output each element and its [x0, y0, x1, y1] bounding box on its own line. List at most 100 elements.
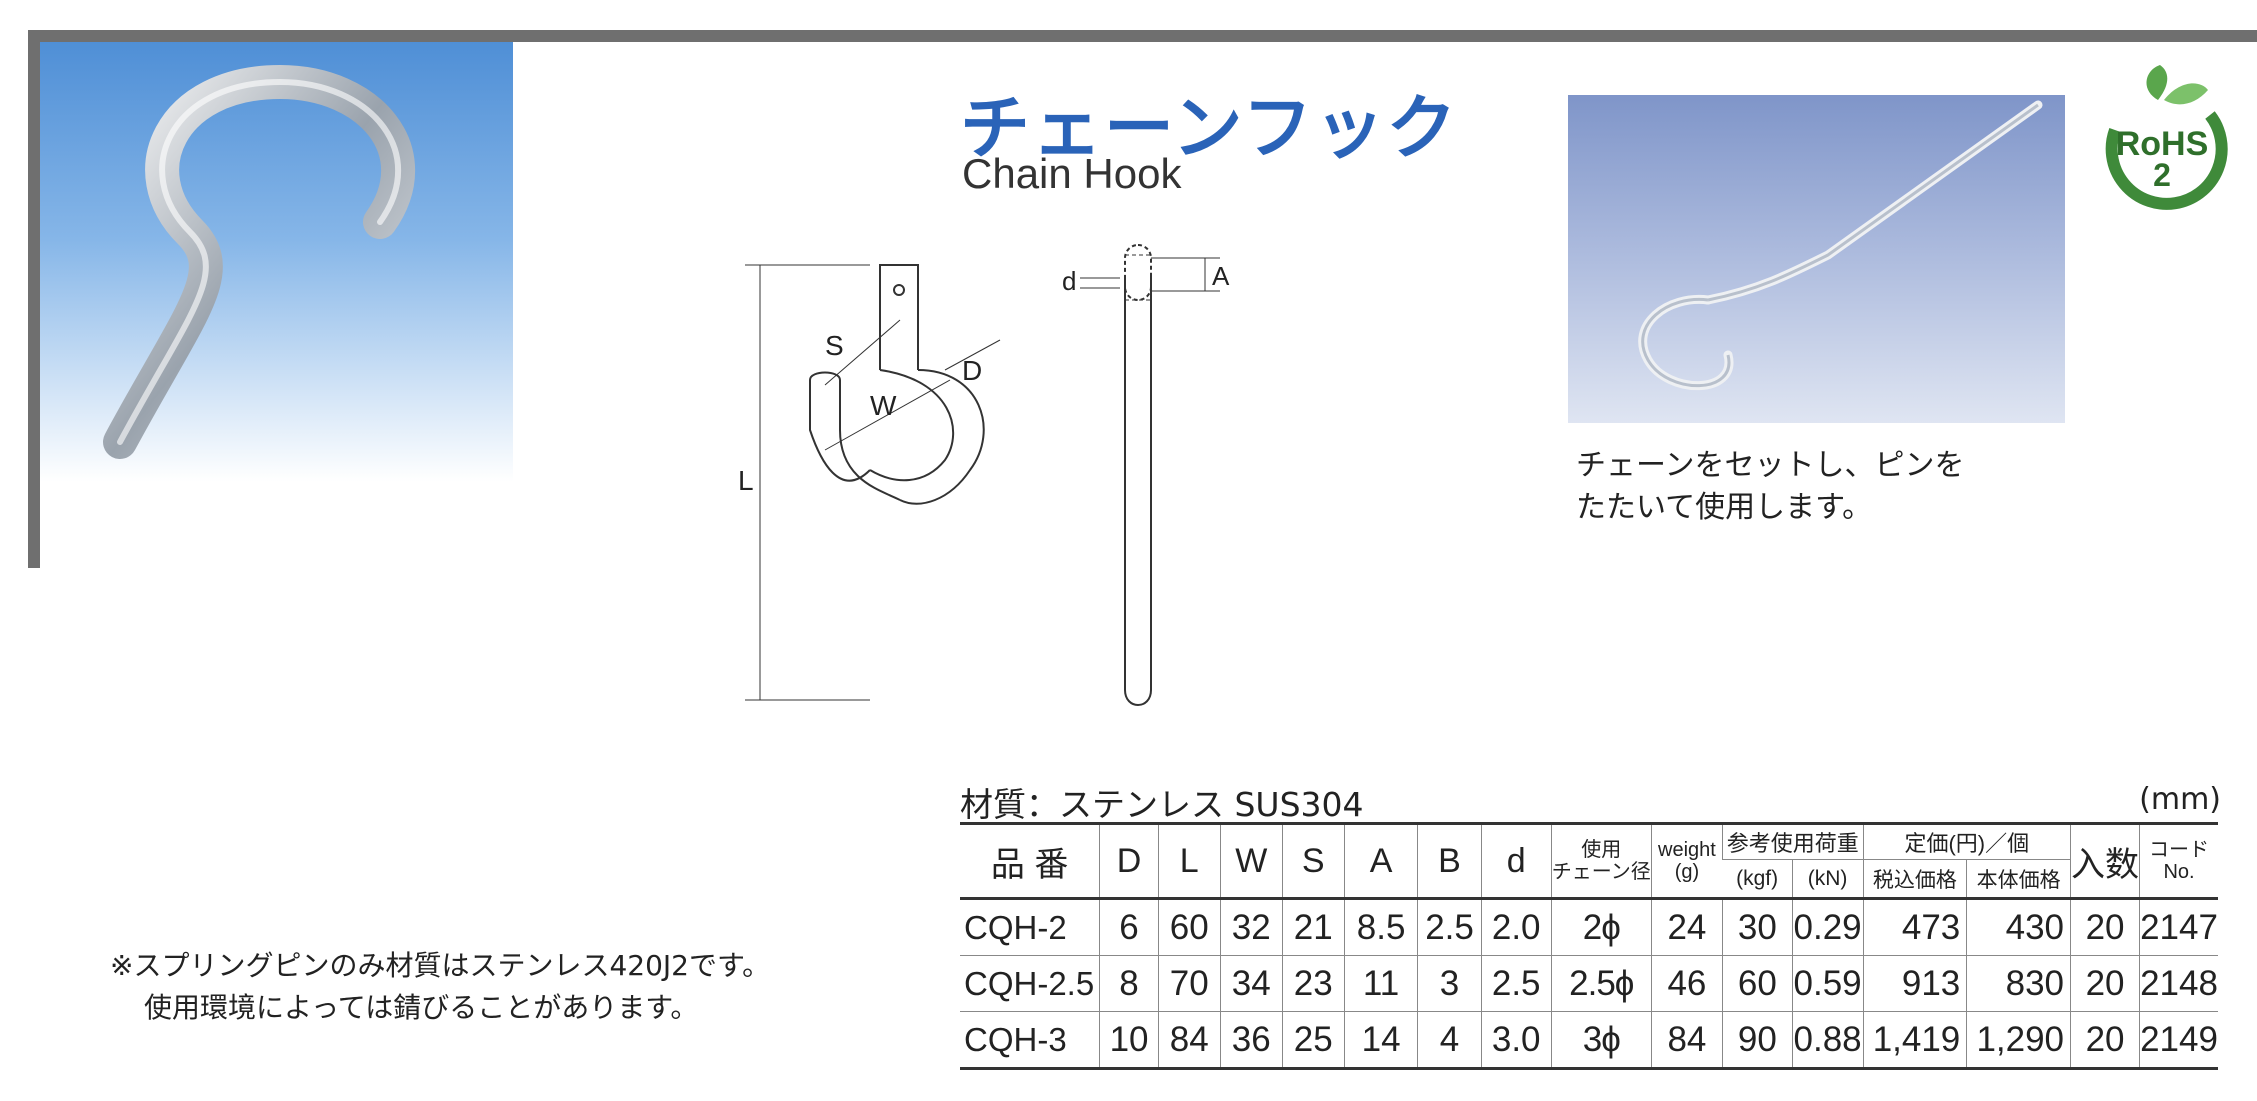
rohs-number: 2	[2153, 157, 2171, 193]
cell-model: CQH-2.5	[960, 955, 1100, 1012]
caption-line-2: たたいて使用します。	[1576, 490, 1873, 525]
caption-line-1: チェーンをセットし、ピンを	[1576, 448, 1965, 483]
header-D: D	[1099, 822, 1159, 900]
cell-code: 2148	[2139, 955, 2218, 1012]
header-kn: (kN)	[1791, 859, 1864, 900]
label-L: L	[738, 465, 754, 496]
unit-label: (mm)	[2139, 782, 2221, 817]
header-L: L	[1157, 822, 1221, 900]
header-code-line1: コード	[2149, 839, 2210, 861]
cell-price-base: 430	[1966, 898, 2071, 956]
left-border	[28, 30, 40, 568]
cell-model: CQH-3	[960, 1011, 1100, 1070]
cell-d: 2.0	[1480, 898, 1552, 956]
cell-chain: 2.5ϕ	[1550, 955, 1652, 1012]
spec-table: 品 番 D L W S A B d 使用 チェーン径 weight (g) 参考…	[960, 821, 2218, 1070]
cell-d: 3.0	[1480, 1011, 1552, 1070]
header-d: d	[1480, 822, 1552, 900]
header-S: S	[1281, 822, 1345, 900]
top-border	[28, 30, 2257, 42]
cell-B: 3	[1417, 955, 1482, 1012]
cell-D: 6	[1099, 898, 1159, 956]
cell-code: 2149	[2139, 1011, 2218, 1070]
table-subheader-row: (kgf) (kN) 税込価格 本体価格	[960, 859, 2218, 900]
rohs-badge: RoHS 2	[2090, 60, 2230, 214]
cell-price-tax: 913	[1862, 955, 1967, 1012]
note-line-2: 使用環境によっては錆びることがあります。	[144, 991, 699, 1024]
cell-code: 2147	[2139, 898, 2218, 956]
cell-S: 21	[1281, 898, 1345, 956]
header-W: W	[1219, 822, 1283, 900]
cell-kgf: 60	[1722, 955, 1793, 1012]
cell-W: 34	[1219, 955, 1283, 1012]
cell-qty: 20	[2070, 1011, 2140, 1070]
dimension-diagram: L S W D B d A	[700, 206, 1300, 714]
cell-price-tax: 1,419	[1862, 1011, 1967, 1070]
cell-D: 10	[1099, 1011, 1159, 1070]
table-header-row: 品 番 D L W S A B d 使用 チェーン径 weight (g) 参考…	[960, 821, 2218, 900]
cell-weight: 24	[1650, 898, 1723, 956]
header-chain-line2: チェーン径	[1551, 861, 1651, 883]
cell-L: 70	[1157, 955, 1221, 1012]
cell-model: CQH-2	[960, 898, 1100, 956]
cell-kgf: 30	[1722, 898, 1793, 956]
cell-L: 84	[1157, 1011, 1221, 1070]
label-d: d	[1062, 266, 1076, 296]
photo-caption: チェーンをセットし、ピンを たたいて使用します。	[1576, 445, 1965, 529]
label-S: S	[825, 330, 844, 361]
cell-A: 11	[1343, 955, 1418, 1012]
header-price-tax: 税込価格	[1862, 859, 1967, 900]
cell-B: 4	[1417, 1011, 1482, 1070]
note-line-1: ※スプリングピンのみ材質はステンレス420J2です。	[110, 949, 771, 982]
table-row: CQH-2.5 8 70 34 23 11 3 2.5 2.5ϕ 46 60 0…	[960, 955, 2218, 1012]
cell-W: 36	[1219, 1011, 1283, 1070]
cell-price-base: 1,290	[1966, 1011, 2071, 1070]
cell-weight: 46	[1650, 955, 1723, 1012]
cell-W: 32	[1219, 898, 1283, 956]
cell-A: 8.5	[1343, 898, 1418, 956]
header-model: 品 番	[960, 822, 1100, 900]
header-qty: 入数	[2070, 822, 2140, 900]
header-chain-line1: 使用	[1581, 839, 1622, 861]
table-row: CQH-2 6 60 32 21 8.5 2.5 2.0 2ϕ 24 30 0.…	[960, 898, 2218, 956]
header-price-group: 定価(円)／個	[1862, 821, 2071, 861]
title-japanese: チェーンフック	[960, 87, 1459, 169]
cell-S: 25	[1281, 1011, 1345, 1070]
cell-A: 14	[1343, 1011, 1418, 1070]
product-photo	[40, 42, 513, 482]
rohs-text: RoHS	[2116, 125, 2209, 163]
label-D: D	[962, 355, 982, 386]
header-price-base: 本体価格	[1966, 859, 2071, 900]
cell-qty: 20	[2070, 898, 2140, 956]
header-kgf: (kgf)	[1722, 859, 1793, 900]
header-weight-line2: (g)	[1674, 861, 1700, 883]
cell-price-base: 830	[1966, 955, 2071, 1012]
header-code-line2: No.	[2163, 861, 2195, 883]
label-W: W	[870, 390, 897, 421]
table-row: CQH-3 10 84 36 25 14 4 3.0 3ϕ 84 90 0.88…	[960, 1011, 2218, 1070]
header-B: B	[1417, 822, 1482, 900]
header-code: コード No.	[2139, 822, 2218, 900]
cell-weight: 84	[1650, 1011, 1723, 1070]
usage-photo	[1568, 95, 2065, 423]
cell-chain: 2ϕ	[1550, 898, 1652, 956]
cell-d: 2.5	[1480, 955, 1552, 1012]
label-A: A	[1212, 261, 1230, 291]
cell-price-tax: 473	[1862, 898, 1967, 956]
cell-kn: 0.59	[1791, 955, 1864, 1012]
cell-S: 23	[1281, 955, 1345, 1012]
header-A: A	[1343, 822, 1418, 900]
material-label: 材質：ステンレス SUS304	[960, 785, 1364, 824]
cell-kgf: 90	[1722, 1011, 1793, 1070]
cell-B: 2.5	[1417, 898, 1482, 956]
cell-kn: 0.88	[1791, 1011, 1864, 1070]
cell-L: 60	[1157, 898, 1221, 956]
cell-qty: 20	[2070, 955, 2140, 1012]
title-english: Chain Hook	[962, 150, 1182, 197]
header-weight-line1: weight	[1658, 839, 1716, 861]
material-note: ※スプリングピンのみ材質はステンレス420J2です。 使用環境によっては錆びるこ…	[110, 945, 770, 1029]
cell-D: 8	[1099, 955, 1159, 1012]
cell-kn: 0.29	[1791, 898, 1864, 956]
header-weight: weight (g)	[1650, 822, 1723, 900]
cell-chain: 3ϕ	[1550, 1011, 1652, 1070]
